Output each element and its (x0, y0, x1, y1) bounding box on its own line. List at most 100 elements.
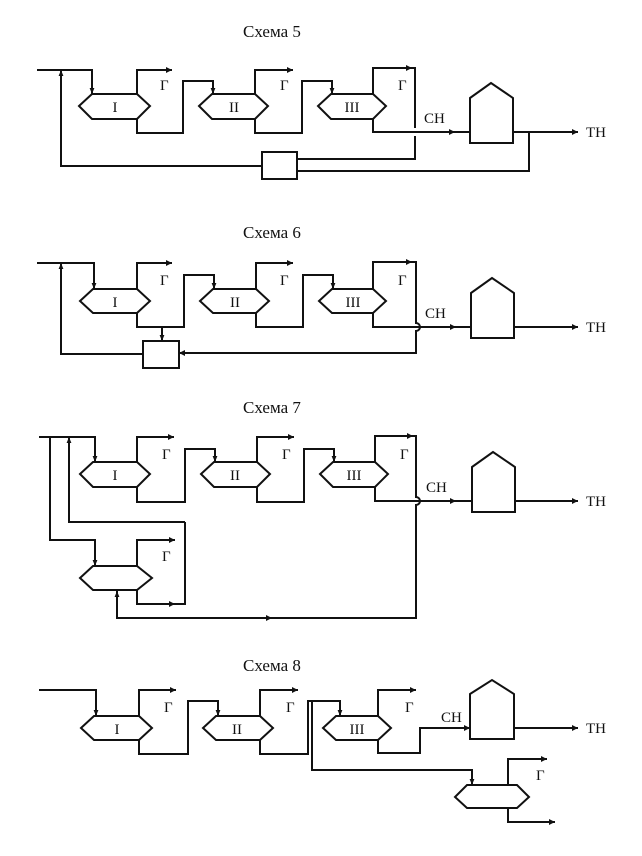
heavy-product-label: ТН (586, 721, 606, 737)
scheme-title: Схема 8 (243, 656, 301, 675)
scheme-title: Схема 6 (243, 223, 301, 242)
feed-line (37, 262, 97, 289)
heavy-product-label: ТН (586, 125, 606, 141)
gas-label: Г (398, 273, 407, 289)
light-product-line (372, 119, 455, 135)
storage-tank (469, 678, 515, 740)
light-product-label: СН (441, 710, 462, 726)
gas-outlet (136, 434, 174, 462)
column-I (78, 461, 152, 488)
bottoms-line (254, 80, 335, 134)
gas-outlet (254, 67, 293, 94)
branch-to-separator-line (311, 701, 475, 785)
bottoms-line (255, 274, 336, 328)
column-label: III (345, 100, 360, 116)
column-label: II (232, 722, 242, 738)
gas-outlet (259, 687, 298, 716)
scheme-title: Схема 7 (243, 398, 301, 417)
column-label: II (229, 100, 239, 116)
light-product-line (374, 487, 456, 504)
gas-outlet (138, 687, 176, 716)
column-label: I (113, 295, 118, 311)
separator (78, 565, 154, 591)
gas-label: Г (280, 78, 289, 94)
feed-split-line (49, 437, 98, 566)
scheme-6: Схема 6 I Г II Г III Г СН ТН (37, 223, 606, 369)
column-label: II (230, 295, 240, 311)
scheme-8: Схема 8 I Г II Г III Г СН ТН Г (39, 656, 606, 825)
column-III (316, 93, 388, 120)
gas-label: Г (286, 700, 295, 716)
bottoms-line (136, 274, 217, 328)
column-label: I (115, 722, 120, 738)
storage-tank (469, 81, 514, 144)
separator-gas-outlet (507, 756, 547, 785)
gas-label: Г (160, 78, 169, 94)
light-product-line (377, 725, 470, 754)
bottoms-line (138, 700, 221, 755)
recycle-line (66, 437, 185, 523)
gas-label: Г (280, 273, 289, 289)
column-I (77, 93, 152, 120)
column-I (78, 288, 152, 314)
bottoms-line (256, 448, 337, 503)
column-label: III (347, 468, 362, 484)
separator-bottoms-outlet (136, 590, 175, 607)
heavy-product-label: ТН (586, 320, 606, 336)
gas-label: Г (162, 549, 171, 565)
column-III (317, 288, 388, 314)
storage-tank (471, 450, 516, 513)
gas-outlet (256, 434, 294, 462)
light-product-label: СН (425, 306, 446, 322)
feed-line (39, 689, 99, 716)
gas-label: Г (400, 447, 409, 463)
recycle-line (58, 263, 143, 355)
scheme-7: Схема 7 I Г II Г III Г СН ТН Г (39, 398, 606, 621)
separator-bottoms-outlet (507, 808, 555, 825)
bottoms-line (259, 700, 343, 755)
scheme-5: Схема 5 I Г II Г III Г СН ТН (37, 22, 606, 180)
gas-return-line (373, 67, 416, 128)
scheme-title: Схема 5 (243, 22, 301, 41)
separator-bottoms-return (175, 522, 186, 605)
feed-line (39, 436, 98, 462)
column-II (201, 715, 275, 741)
recycle-line (58, 70, 262, 167)
heavy-recycle-line (273, 132, 530, 174)
column-III (321, 715, 393, 741)
mixer-box (142, 340, 180, 369)
separator (453, 784, 531, 809)
mixer-box (261, 151, 298, 180)
gas-label: Г (282, 447, 291, 463)
separator-gas-outlet (136, 537, 175, 566)
recycle-feed-line (273, 136, 416, 162)
gas-outlet (377, 687, 416, 716)
column-II (197, 93, 270, 120)
gas-outlet (136, 67, 172, 94)
light-product-line (372, 313, 456, 330)
column-I (79, 715, 154, 741)
heavy-product-label: ТН (586, 494, 606, 510)
bottoms-line (136, 448, 218, 503)
gas-label: Г (536, 768, 545, 784)
column-label: II (230, 468, 240, 484)
gas-label: Г (160, 273, 169, 289)
feed-line (37, 69, 95, 94)
bottoms-line (136, 80, 216, 134)
column-label: I (113, 468, 118, 484)
gas-outlet (255, 260, 293, 289)
column-III (318, 461, 390, 488)
column-II (199, 461, 272, 488)
column-label: III (346, 295, 361, 311)
gas-label: Г (162, 447, 171, 463)
column-label: III (350, 722, 365, 738)
column-II (198, 288, 271, 314)
light-product-label: СН (426, 480, 447, 496)
light-product-label: СН (424, 111, 445, 127)
gas-label: Г (164, 700, 173, 716)
gas-label: Г (405, 700, 414, 716)
column-label: I (113, 100, 118, 116)
gas-outlet (136, 260, 172, 289)
storage-tank (470, 276, 515, 339)
